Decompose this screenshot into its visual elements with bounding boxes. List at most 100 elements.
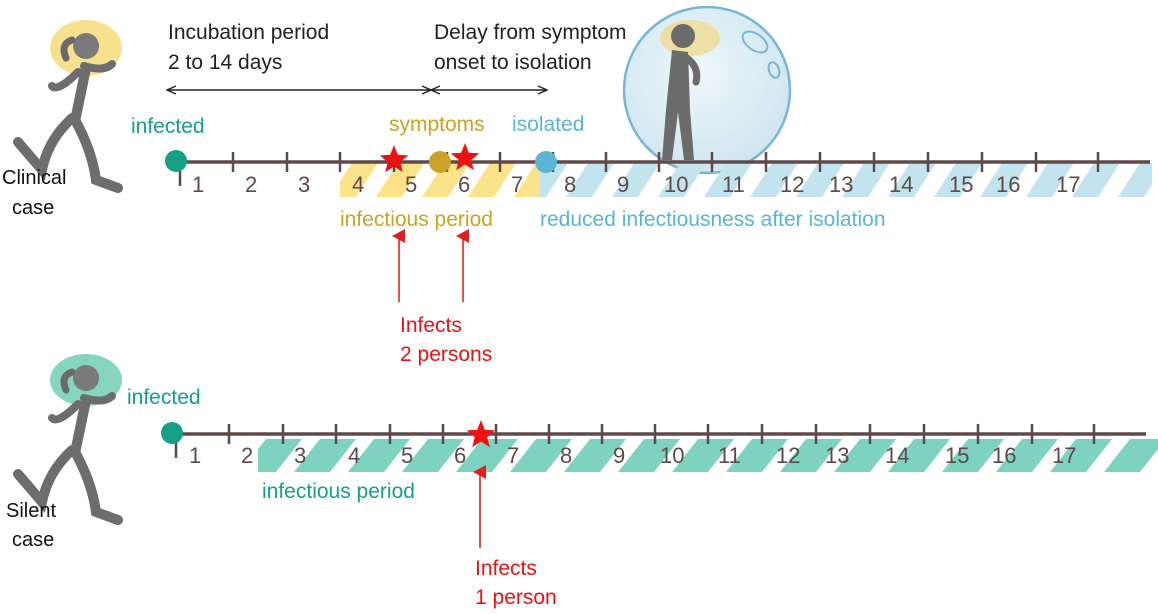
symptoms-label: symptoms <box>389 113 485 136</box>
symptom-onset-marker <box>429 151 451 173</box>
hatch-stripe <box>348 439 410 472</box>
clinical-day-labels: 1 2 3 4 5 6 7 8 9 10 11 12 13 14 15 16 1… <box>192 172 1080 197</box>
isolated-marker <box>535 151 557 173</box>
hatch-stripe <box>658 163 706 197</box>
hatch-stripe <box>510 439 572 472</box>
reduced-infectiousness-label: reduced infectiousness after isolation <box>540 208 886 231</box>
hatch-stripe <box>294 439 356 472</box>
silent-side-label-line1: Silent <box>6 500 56 522</box>
clinical-infected-label: infected <box>131 115 205 138</box>
silent-infects-line2: 1 person <box>475 586 557 609</box>
silent-day-label: 9 <box>613 443 625 468</box>
silent-day-label: 5 <box>401 443 413 468</box>
hatch-stripe <box>1118 163 1152 197</box>
delay-label-line2: onset to isolation <box>434 51 592 74</box>
hatch-stripe <box>980 163 1028 197</box>
hatch-stripe <box>422 163 470 197</box>
silent-day-label: 3 <box>294 443 306 468</box>
hatch-stripe <box>402 439 464 472</box>
silent-day-label: 16 <box>992 443 1016 468</box>
silent-infected-marker <box>161 422 183 444</box>
clinical-day-label: 1 <box>192 172 204 197</box>
hatch-stripe <box>376 163 424 197</box>
hatch-stripe <box>704 163 752 197</box>
hatch-stripe <box>672 439 734 472</box>
silent-day-label: 7 <box>507 443 519 468</box>
hatch-stripe <box>942 439 1004 472</box>
hatch-stripe <box>468 163 516 197</box>
incubation-label-line2: 2 to 14 days <box>168 51 282 74</box>
hatch-stripe <box>1072 163 1120 197</box>
silent-day-label: 1 <box>189 443 201 468</box>
clinical-infectious-period-label: infectious period <box>340 208 493 231</box>
running-person-icon <box>13 354 123 525</box>
clinical-day-label: 17 <box>1056 172 1080 197</box>
hatch-stripe <box>842 163 890 197</box>
hatch-stripe <box>514 163 540 197</box>
hatch-stripe <box>996 439 1058 472</box>
silent-day-label: 13 <box>825 443 849 468</box>
clinical-day-label: 2 <box>245 172 257 197</box>
silent-infects-line1: Infects <box>475 557 537 580</box>
hatch-stripe <box>780 439 842 472</box>
clinical-infected-marker <box>165 150 187 172</box>
silent-day-label: 10 <box>660 443 684 468</box>
clinical-day-label: 14 <box>889 172 913 197</box>
hatch-stripe <box>888 163 936 197</box>
isolation-bubble-icon <box>622 5 792 175</box>
hatch-stripe <box>564 439 626 472</box>
transmission-star-icon <box>379 145 409 173</box>
running-person-icon <box>13 20 123 193</box>
clinical-day-label: 10 <box>664 172 688 197</box>
silent-day-label: 4 <box>348 443 360 468</box>
silent-side-label-line2: case <box>12 529 54 551</box>
clinical-side-label-line2: case <box>12 197 54 219</box>
hatch-stripe <box>888 439 950 472</box>
clinical-day-label: 3 <box>298 172 310 197</box>
silent-day-label: 14 <box>885 443 909 468</box>
silent-infectious-period-label: infectious period <box>262 480 415 503</box>
silent-infectious-stripes <box>258 439 1158 472</box>
transmission-star-icon <box>466 420 496 448</box>
clinical-day-label: 7 <box>511 172 523 197</box>
silent-day-label: 17 <box>1052 443 1076 468</box>
clinical-day-label: 11 <box>722 172 745 197</box>
hatch-stripe <box>566 163 614 197</box>
hatch-stripe <box>834 439 896 472</box>
hatch-stripe <box>934 163 982 197</box>
silent-day-ticks <box>174 424 1096 458</box>
delay-label-line1: Delay from symptom <box>434 21 627 44</box>
clinical-day-label: 9 <box>617 172 629 197</box>
silent-day-label: 15 <box>945 443 969 468</box>
hatch-stripe <box>258 439 302 472</box>
incubation-label-line1: Incubation period <box>168 21 329 44</box>
hatch-stripe <box>1050 439 1112 472</box>
transmission-star-icon <box>450 143 480 171</box>
silent-day-label: 12 <box>776 443 800 468</box>
hatch-stripe <box>618 439 680 472</box>
clinical-infectious-stripes <box>340 163 540 197</box>
clinical-day-label: 4 <box>352 172 364 197</box>
hatch-stripe <box>456 439 518 472</box>
clinical-day-label: 16 <box>996 172 1020 197</box>
isolated-label: isolated <box>512 113 584 136</box>
silent-day-label: 2 <box>241 443 253 468</box>
hatch-stripe <box>612 163 660 197</box>
reduced-infectiousness-stripes <box>540 163 1152 197</box>
hatch-stripe <box>726 439 788 472</box>
clinical-side-label-line1: Clinical <box>2 167 66 189</box>
silent-day-label: 11 <box>718 443 741 468</box>
silent-day-label: 8 <box>560 443 572 468</box>
clinical-infects-line2: 2 persons <box>400 343 492 366</box>
clinical-day-label: 15 <box>949 172 973 197</box>
clinical-day-label: 13 <box>829 172 853 197</box>
silent-day-label: 6 <box>454 443 466 468</box>
clinical-infects-line1: Infects <box>400 314 462 337</box>
clinical-day-label: 12 <box>780 172 804 197</box>
hatch-stripe <box>796 163 844 197</box>
hatch-stripe <box>750 163 798 197</box>
silent-day-labels: 1 2 3 4 5 6 7 8 9 10 11 12 13 14 15 16 1… <box>189 443 1076 468</box>
clinical-day-label: 5 <box>405 172 417 197</box>
